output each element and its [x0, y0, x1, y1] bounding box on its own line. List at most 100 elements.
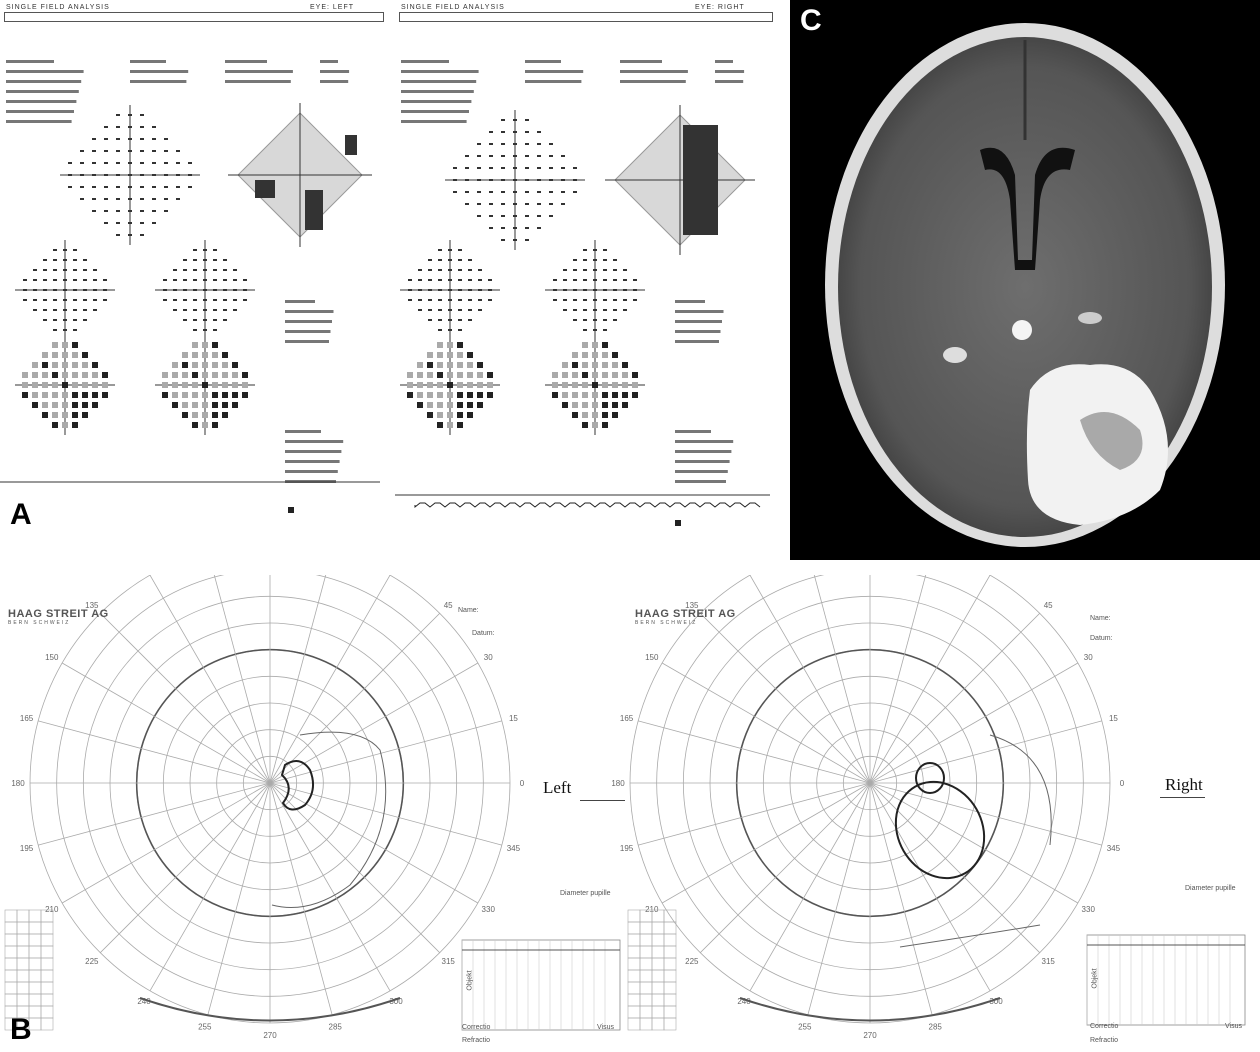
threshold-value — [116, 234, 120, 236]
stimulus-table-cell — [16, 945, 30, 959]
deviation-symbol — [212, 342, 218, 348]
threshold-value — [418, 309, 422, 311]
threshold-value — [33, 279, 37, 281]
threshold-value — [468, 289, 472, 291]
threshold-value — [593, 269, 597, 271]
deviation-symbol — [612, 362, 618, 368]
deviation-symbol — [437, 382, 443, 388]
panel-b-goldmann-perimetry: 0153045607590105120135150165180195210225… — [0, 575, 1260, 1052]
deviation-symbol — [457, 392, 463, 398]
visual-field-plots-right — [395, 60, 770, 526]
deviation-symbol — [447, 412, 453, 418]
deviation-symbol — [572, 382, 578, 388]
pupil-label: Diameter pupille — [1185, 885, 1236, 892]
threshold-value — [203, 269, 207, 271]
threshold-value — [93, 299, 97, 301]
threshold-value — [43, 269, 47, 271]
printed-text — [6, 60, 54, 63]
deviation-symbol — [62, 402, 68, 408]
deviation-symbol — [612, 352, 618, 358]
meridian-line — [700, 782, 871, 953]
stimulus-table-cell — [663, 1017, 677, 1031]
threshold-value — [623, 279, 627, 281]
threshold-value — [80, 174, 84, 176]
deviation-symbol — [82, 382, 88, 388]
deviation-symbol — [447, 382, 453, 388]
threshold-value — [613, 319, 617, 321]
deviation-symbol — [192, 372, 198, 378]
threshold-value — [233, 269, 237, 271]
brand-sub: BERN SCHWEIZ — [635, 620, 698, 626]
threshold-value — [525, 143, 529, 145]
threshold-value — [92, 150, 96, 152]
threshold-value — [561, 191, 565, 193]
threshold-value — [213, 279, 217, 281]
threshold-value — [501, 203, 505, 205]
threshold-value — [448, 309, 452, 311]
stimulus-table-cell — [4, 933, 18, 947]
deviation-symbol — [72, 412, 78, 418]
threshold-value — [553, 299, 557, 301]
threshold-value — [83, 269, 87, 271]
deviation-symbol — [582, 422, 588, 428]
printed-text — [285, 430, 321, 433]
printed-text — [6, 110, 74, 113]
deviation-symbol — [592, 422, 598, 428]
threshold-value — [448, 319, 452, 321]
threshold-value — [152, 126, 156, 128]
threshold-value — [553, 289, 557, 291]
threshold-value — [104, 138, 108, 140]
deviation-symbol — [622, 372, 628, 378]
deviation-symbol — [52, 392, 58, 398]
threshold-value — [583, 279, 587, 281]
deviation-symbol — [232, 392, 238, 398]
panel-label-c: C — [800, 4, 822, 37]
threshold-value — [53, 319, 57, 321]
threshold-value — [233, 309, 237, 311]
deviation-symbol — [72, 382, 78, 388]
threshold-value — [573, 259, 577, 261]
stimulus-table-cell — [4, 909, 18, 923]
calcified-plexus — [1078, 312, 1102, 324]
threshold-value — [164, 186, 168, 188]
deviation-symbol — [582, 352, 588, 358]
threshold-value — [465, 191, 469, 193]
threshold-value — [468, 309, 472, 311]
threshold-value — [633, 299, 637, 301]
threshold-value — [477, 179, 481, 181]
threshold-value — [93, 269, 97, 271]
threshold-value — [173, 279, 177, 281]
deviation-symbol — [457, 382, 463, 388]
threshold-value — [563, 289, 567, 291]
meridian-line — [869, 782, 991, 992]
stimulus-table-cell — [639, 945, 653, 959]
threshold-value — [188, 174, 192, 176]
threshold-value — [213, 299, 217, 301]
threshold-value — [152, 174, 156, 176]
threshold-value — [73, 249, 77, 251]
threshold-value — [573, 269, 577, 271]
deviation-symbol — [622, 362, 628, 368]
ct-brain-image — [825, 23, 1225, 547]
threshold-value — [468, 269, 472, 271]
angle-label: 315 — [1042, 957, 1056, 966]
angle-label: 255 — [198, 1022, 212, 1031]
meridian-line — [813, 575, 871, 784]
threshold-value — [458, 279, 462, 281]
threshold-value — [478, 269, 482, 271]
stimulus-table-cell — [40, 981, 54, 995]
deviation-symbol — [22, 382, 28, 388]
stimulus-table-cell — [40, 933, 54, 947]
threshold-value — [513, 227, 517, 229]
threshold-value — [103, 299, 107, 301]
deviation-symbol — [92, 362, 98, 368]
deviation-symbol — [582, 362, 588, 368]
threshold-value — [561, 179, 565, 181]
threshold-value — [43, 259, 47, 261]
threshold-value — [68, 162, 72, 164]
threshold-value — [549, 215, 553, 217]
stimulus-table-cell — [663, 969, 677, 983]
threshold-value — [438, 279, 442, 281]
printed-text — [401, 80, 477, 83]
angle-label: 195 — [20, 844, 34, 853]
